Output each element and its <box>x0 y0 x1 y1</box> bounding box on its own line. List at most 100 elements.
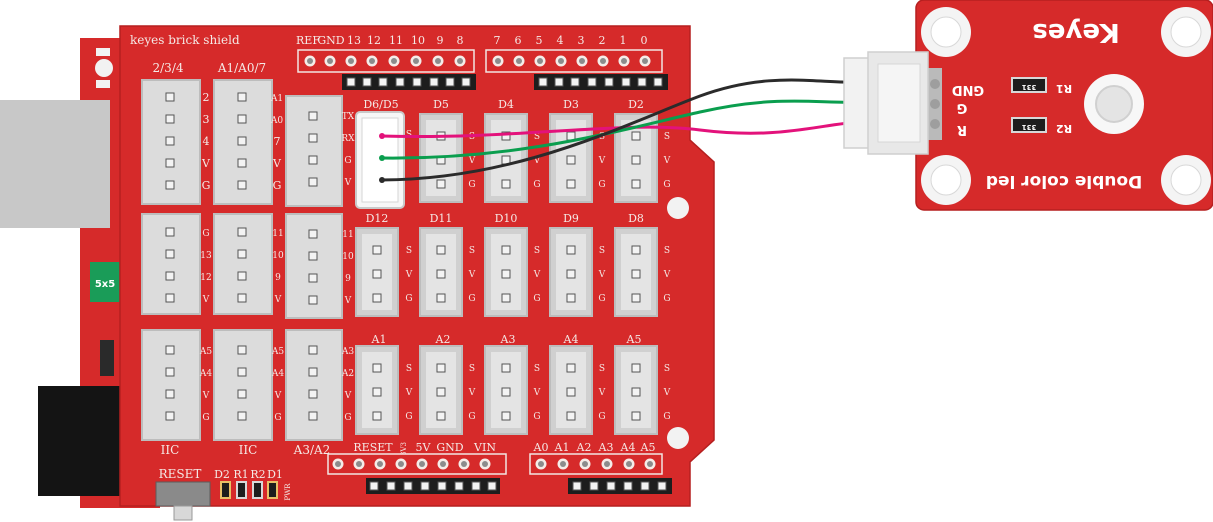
connector-d8[interactable]: S V G <box>614 227 671 317</box>
wire-end-red <box>379 133 385 139</box>
connector-a3[interactable]: S V G <box>484 345 541 435</box>
label-a1: A1 <box>371 333 387 346</box>
pwr-label: PWR <box>284 483 292 501</box>
svg-text:G: G <box>202 413 209 423</box>
svg-text:A5: A5 <box>199 347 212 357</box>
reset-button-cap[interactable] <box>173 505 193 521</box>
svg-text:G: G <box>344 156 351 166</box>
svg-text:S: S <box>534 132 540 142</box>
top-header-holes[interactable] <box>297 49 663 73</box>
svg-text:V: V <box>663 388 671 398</box>
connector-d9[interactable]: S V G <box>549 227 606 317</box>
svg-text:11: 11 <box>272 229 283 239</box>
connector-a2[interactable]: S V G <box>419 345 476 435</box>
svg-text:V: V <box>344 391 352 401</box>
header-label: 12 <box>367 34 381 47</box>
svg-text:V: V <box>598 156 606 166</box>
svg-text:331: 331 <box>1022 123 1037 131</box>
svg-text:V: V <box>663 270 671 280</box>
label-a2-bottom: A2 <box>576 441 592 454</box>
svg-text:S: S <box>534 364 540 374</box>
uno-smd-pad <box>96 80 110 88</box>
svg-text:S: S <box>664 246 670 256</box>
svg-text:V: V <box>468 156 476 166</box>
svg-text:V: V <box>272 157 282 170</box>
top-header-labels: REF GND 13 12 11 10 9 8 7 6 5 4 3 2 1 0 <box>296 34 647 47</box>
connector-g-13-12[interactable]: G 13 12 V <box>141 213 212 315</box>
fuse-label: 5x5 <box>95 279 115 290</box>
resistor-r1: 331 R1 <box>1011 77 1072 95</box>
connector-a1-a0-7[interactable]: A1 A0 7 V G <box>213 79 283 205</box>
svg-text:V: V <box>344 296 352 306</box>
connector-iic-1[interactable]: A5 A4 V G <box>141 329 212 441</box>
svg-text:G: G <box>344 413 351 423</box>
label-a1-a0-7: A1/A0/7 <box>217 61 266 75</box>
module-pin-gnd: GND <box>952 82 985 97</box>
svg-text:G: G <box>273 179 282 192</box>
svg-text:A1: A1 <box>270 94 283 104</box>
svg-text:11: 11 <box>342 230 353 240</box>
svg-text:V: V <box>405 270 413 280</box>
svg-text:A0: A0 <box>270 116 283 126</box>
svg-text:V: V <box>533 156 541 166</box>
uno-smd-pad <box>96 48 110 56</box>
header-label: 5 <box>536 34 543 47</box>
module-connector[interactable] <box>843 51 929 155</box>
svg-text:13: 13 <box>200 251 212 261</box>
svg-text:G: G <box>274 413 281 423</box>
label-d12: D12 <box>366 212 389 225</box>
header-label: 2 <box>599 34 606 47</box>
label-a3-a2: A3/A2 <box>293 443 331 457</box>
label-d9: D9 <box>563 212 579 225</box>
label-d8: D8 <box>628 212 644 225</box>
svg-text:S: S <box>406 130 412 140</box>
svg-text:10: 10 <box>272 251 284 261</box>
svg-text:G: G <box>598 180 605 190</box>
module-name: Double color led <box>986 171 1142 191</box>
led-label-r1: R1 <box>233 468 248 481</box>
connector-a5[interactable]: S V G <box>614 345 671 435</box>
header-label: 0 <box>641 34 648 47</box>
svg-text:A5: A5 <box>271 347 284 357</box>
svg-text:2: 2 <box>203 91 210 104</box>
connector-uart[interactable]: TX RX G V <box>285 95 355 207</box>
connector-a3-a2[interactable]: A3 A2 V G <box>285 329 354 441</box>
connector-11-10-9[interactable]: 11 10 9 V <box>213 213 284 315</box>
connector-a4[interactable]: S V G <box>549 345 606 435</box>
connector-d10[interactable]: S V G <box>484 227 541 317</box>
svg-text:10: 10 <box>342 252 354 262</box>
label-vin: VIN <box>473 441 496 454</box>
header-label: REF <box>296 34 320 47</box>
svg-text:G: G <box>598 412 605 422</box>
label-a5: A5 <box>626 333 642 346</box>
svg-text:R1: R1 <box>1056 82 1072 95</box>
wire-red <box>379 120 861 139</box>
label-2-3-4: 2/3/4 <box>153 61 184 75</box>
double-color-led-module: Keyes Double color led GND G R 331 R1 33… <box>915 0 1213 211</box>
fuse <box>90 262 120 302</box>
connector-d12[interactable]: S V G <box>355 227 413 317</box>
connector-d12-left[interactable]: 11 10 9 V <box>285 213 354 319</box>
svg-text:S: S <box>664 364 670 374</box>
label-d6-d5: D6/D5 <box>363 98 398 111</box>
svg-text:A4: A4 <box>271 369 284 379</box>
label-d3: D3 <box>563 98 579 111</box>
module-pin-r: R <box>957 122 967 137</box>
bottom-header-analog[interactable] <box>529 453 663 475</box>
connector-2-3-4[interactable]: 2 3 4 V G <box>141 79 211 205</box>
connector-d11[interactable]: S V G <box>419 227 476 317</box>
svg-text:G: G <box>663 412 670 422</box>
svg-text:V: V <box>202 391 210 401</box>
header-label: 3 <box>578 34 585 47</box>
connector-d4[interactable]: S V G <box>484 113 541 203</box>
reset-button[interactable] <box>155 481 211 507</box>
connector-iic-2[interactable]: A5 A4 V G <box>213 329 284 441</box>
label-reset-pin: RESET <box>353 441 393 454</box>
connector-a1[interactable]: S V G <box>355 345 413 435</box>
header-label: 8 <box>457 34 464 47</box>
header-label: 11 <box>389 34 403 47</box>
svg-text:V: V <box>274 295 282 305</box>
bottom-header-power[interactable] <box>327 453 507 475</box>
svg-text:S: S <box>469 364 475 374</box>
svg-text:3: 3 <box>203 113 210 126</box>
